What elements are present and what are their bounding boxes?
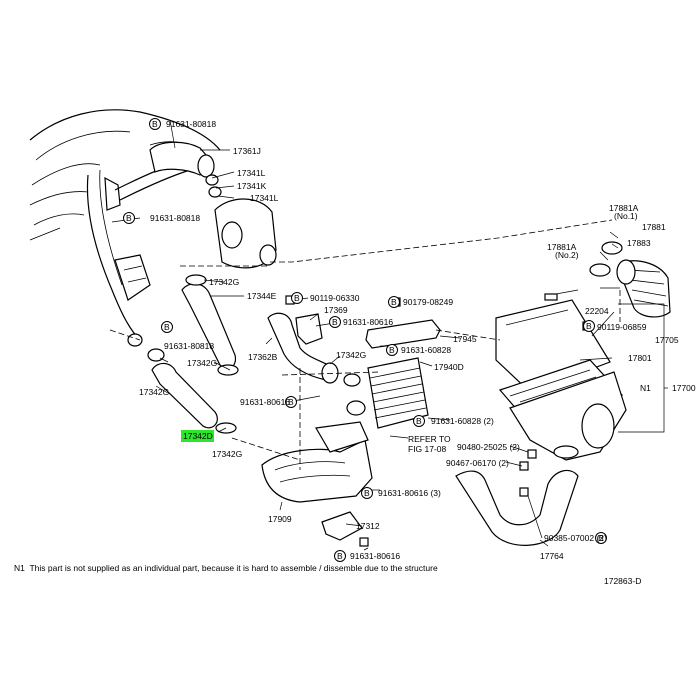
bolt-marker-letter: B	[294, 293, 300, 303]
bolt-marker-b	[161, 321, 173, 333]
bolt-marker-letter: B	[152, 119, 158, 129]
label-91631-80616-b: 91631-80616	[240, 397, 290, 407]
label-17341L-b: 17341L	[250, 193, 279, 203]
label-91631-60828-b: 91631-60828 (2)	[431, 416, 494, 426]
bolt-marker-letter: B	[389, 345, 395, 355]
label-17362B: 17362B	[248, 352, 278, 362]
bolt-marker-letter: B	[598, 533, 604, 543]
bolt-marker-b	[291, 292, 303, 304]
label-17909: 17909	[268, 514, 292, 524]
bolt-marker-b	[583, 320, 595, 332]
part-17312	[321, 511, 363, 541]
label-17342D: 17342D	[183, 431, 213, 441]
figure-number: 172863-D	[604, 576, 642, 586]
label-17881A-no1: 17881A	[609, 203, 639, 213]
label-17342G-b: 17342G	[336, 350, 366, 360]
label-91631-80818-low: 91631-80818	[164, 341, 214, 351]
bolt-marker-b	[386, 344, 398, 356]
label-91631-80616-c: 91631-80616 (3)	[378, 488, 441, 498]
label-22204: 22204	[585, 306, 609, 316]
bolt-marker-letter: B	[126, 213, 132, 223]
bolt-marker-letter: B	[364, 488, 370, 498]
turbo-assembly	[149, 141, 277, 269]
label-17940D: 17940D	[434, 362, 464, 372]
label-91631-60828-a: 91631-60828	[401, 345, 451, 355]
label-91631-80818-mid: 91631-80818	[150, 213, 200, 223]
label-17342G-d: 17342G	[139, 387, 169, 397]
bolt-marker-b	[388, 296, 400, 308]
label-90179-08249: 90179-08249	[403, 297, 453, 307]
label-90467-06170: 90467-06170 (2)	[446, 458, 509, 468]
bracket-17945	[365, 319, 441, 349]
hose-17342D	[151, 362, 218, 429]
bolt-marker-b	[123, 212, 135, 224]
label-17342G-e: 17342G	[212, 449, 242, 459]
bolt-marker-b	[413, 415, 425, 427]
label-17881A-no2-sub: (No.2)	[555, 250, 579, 260]
bolt-marker-b	[149, 118, 161, 130]
label-17344E: 17344E	[247, 291, 277, 301]
bolt-marker-letter: B	[416, 416, 422, 426]
label-17881A-no1-sub: (No.1)	[614, 211, 638, 221]
label-17881A-no2: 17881A	[547, 242, 577, 252]
label-17700: 17700	[672, 383, 696, 393]
label-17801: 17801	[628, 353, 652, 363]
footnote-text: This part is not supplied as an individu…	[29, 563, 438, 573]
intercooler-17940D	[346, 357, 429, 429]
clamp	[321, 362, 339, 384]
label-17883: 17883	[627, 238, 651, 248]
label-91631-80616-d: 91631-80616	[350, 551, 400, 561]
footnote: N1 This part is not supplied as an indiv…	[14, 563, 438, 573]
bolt-marker-letter: B	[164, 322, 170, 332]
reference-lines	[109, 219, 621, 470]
label-refer-to: REFER TO	[408, 434, 451, 444]
label-17945: 17945	[453, 334, 477, 344]
bolt-marker-b	[595, 532, 607, 544]
label-90385-07002: 90385-07002 (2)	[544, 533, 607, 543]
label-N1: N1	[640, 383, 651, 393]
bolt-marker-b	[334, 550, 346, 562]
footnote-id: N1	[14, 563, 25, 573]
label-17361J: 17361J	[233, 146, 261, 156]
hose-17881	[589, 241, 671, 318]
label-91631-80616-a: 91631-80616	[343, 317, 393, 327]
part-labels: 91631-80818 17361J 17341L 17341K 17341L …	[139, 119, 696, 561]
label-90119-06859: 90119-06859	[597, 322, 647, 332]
bolt-marker-letter: B	[288, 397, 294, 407]
label-17341L: 17341L	[237, 168, 266, 178]
bolt-marker-letter: B	[586, 321, 592, 331]
label-17342G-c: 17342G	[187, 358, 217, 368]
label-17764: 17764	[540, 551, 564, 561]
clamps-left	[127, 274, 361, 434]
label-17341K: 17341K	[237, 181, 267, 191]
bolt-marker-letter: B	[332, 317, 338, 327]
bolt-marker-letter: B	[337, 551, 343, 561]
bracket-17700	[618, 303, 665, 433]
bolt-markers: B B B B B B B B B B B B B	[123, 118, 607, 562]
pipe-17764	[455, 469, 579, 546]
label-90480-25025: 90480-25025 (2)	[457, 442, 520, 452]
air-cleaner-17700	[495, 299, 627, 461]
label-17312: 17312	[356, 521, 380, 531]
pipe-17362B	[267, 312, 331, 381]
label-17369: 17369	[324, 305, 348, 315]
highlight-17342D	[181, 430, 214, 442]
label-90119-06330: 90119-06330	[310, 293, 360, 303]
label-91631-80818-top: 91631-80818	[166, 119, 216, 129]
label-17342G-a: 17342G	[209, 277, 239, 287]
bolt-marker-letter: B	[391, 297, 397, 307]
bolt-marker-b	[285, 396, 297, 408]
air-duct-17909	[261, 421, 373, 503]
label-fig-ref: FIG 17-08	[408, 444, 447, 454]
bracket-17369	[295, 313, 323, 345]
bolt-marker-b	[329, 316, 341, 328]
bolt-marker-b	[361, 487, 373, 499]
label-17881: 17881	[642, 222, 666, 232]
hose-17344E	[181, 283, 237, 369]
label-17705: 17705	[655, 335, 679, 345]
